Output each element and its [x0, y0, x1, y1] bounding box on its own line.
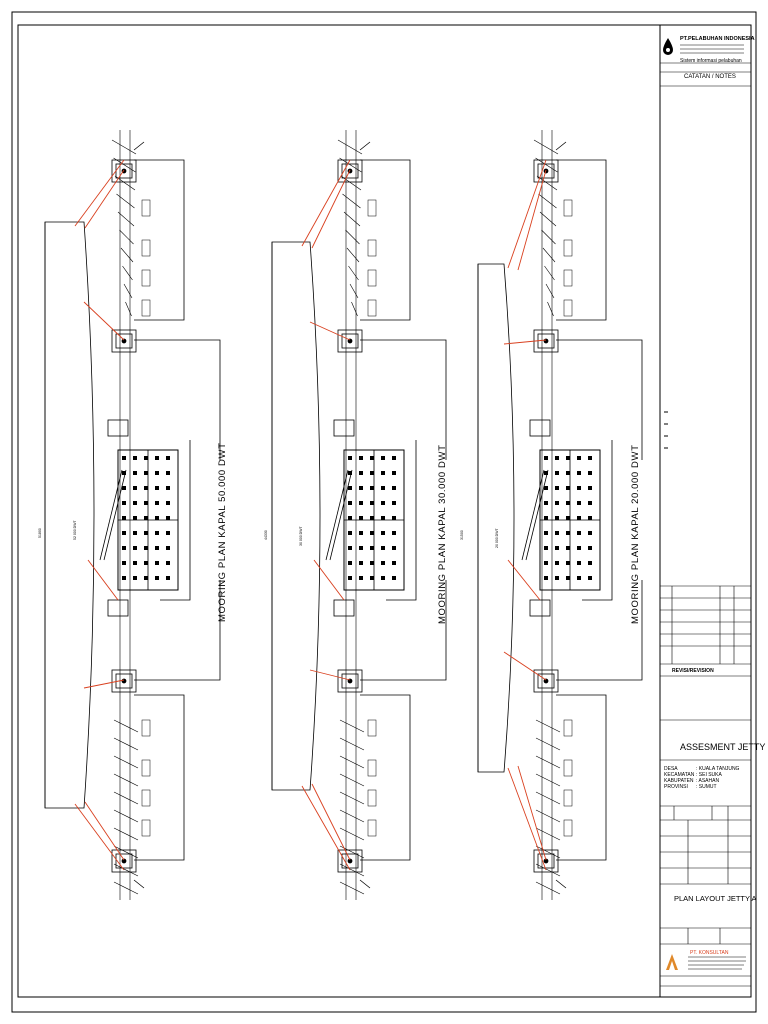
mooring-plan-1: [44, 130, 221, 900]
outer-border: [11, 11, 757, 1013]
mooring-line: [84, 801, 125, 861]
ship-length-3: 31500: [460, 530, 464, 540]
plan-title-1: MOORING PLAN KAPAL 50.000 DWT: [217, 442, 228, 622]
mooring-line: [84, 169, 125, 229]
ship-label-2: 30 000 DWT: [299, 526, 303, 546]
mooring-plans: [44, 130, 643, 900]
mooring-line: [83, 301, 125, 341]
mooring-line: [87, 559, 119, 601]
mooring-line: [301, 785, 351, 871]
mooring-plan-3: [477, 130, 643, 900]
project-title: ASSESMENT JETTY: [680, 742, 766, 752]
consultant-name: PT. KONSULTAN: [690, 950, 729, 956]
ship-hull: [477, 263, 515, 773]
plan-title-2: MOORING PLAN KAPAL 30.000 DWT: [437, 444, 448, 624]
mooring-line: [309, 669, 351, 681]
ship-length-1: 51800: [38, 528, 42, 538]
ship-label-1: 52 000 DWT: [73, 520, 77, 540]
company-sub: Sistem informasi pelabuhan: [680, 58, 742, 64]
company-logo: [663, 38, 673, 55]
mooring-line: [507, 159, 547, 269]
revision-label: REVISI/REVISION: [672, 668, 714, 674]
mooring-line: [517, 765, 547, 861]
location-table: DESA: KUALA TANJUNG KECAMATAN: SEI SUKA …: [664, 766, 740, 790]
mooring-line: [311, 783, 351, 861]
title-block: [660, 62, 751, 987]
ship-hull: [271, 241, 321, 791]
mooring-line: [507, 559, 541, 601]
mooring-plan-2: [271, 130, 447, 900]
drawing-title: PLAN LAYOUT JETTY A: [674, 894, 757, 903]
mooring-line: [74, 803, 125, 871]
mooring-line: [309, 321, 351, 341]
consultant-logo: [666, 954, 678, 970]
ship-hull: [44, 221, 95, 809]
company-name: PT.PELABUHAN INDONESIA: [680, 36, 755, 42]
mooring-line: [313, 559, 345, 601]
mooring-line: [503, 339, 547, 345]
mooring-line: [83, 679, 125, 689]
mooring-line: [311, 169, 351, 249]
ship-label-3: 20 000 DWT: [495, 528, 499, 548]
mooring-line: [507, 767, 547, 871]
plan-title-3: MOORING PLAN KAPAL 20.000 DWT: [630, 444, 641, 624]
mooring-line: [301, 159, 351, 247]
mooring-line: [517, 169, 547, 271]
mooring-line: [503, 651, 547, 681]
inner-border: [17, 24, 752, 998]
mooring-line: [74, 159, 125, 227]
ship-length-2: 44330: [264, 530, 268, 540]
notes-label: CATATAN / NOTES: [684, 74, 736, 80]
